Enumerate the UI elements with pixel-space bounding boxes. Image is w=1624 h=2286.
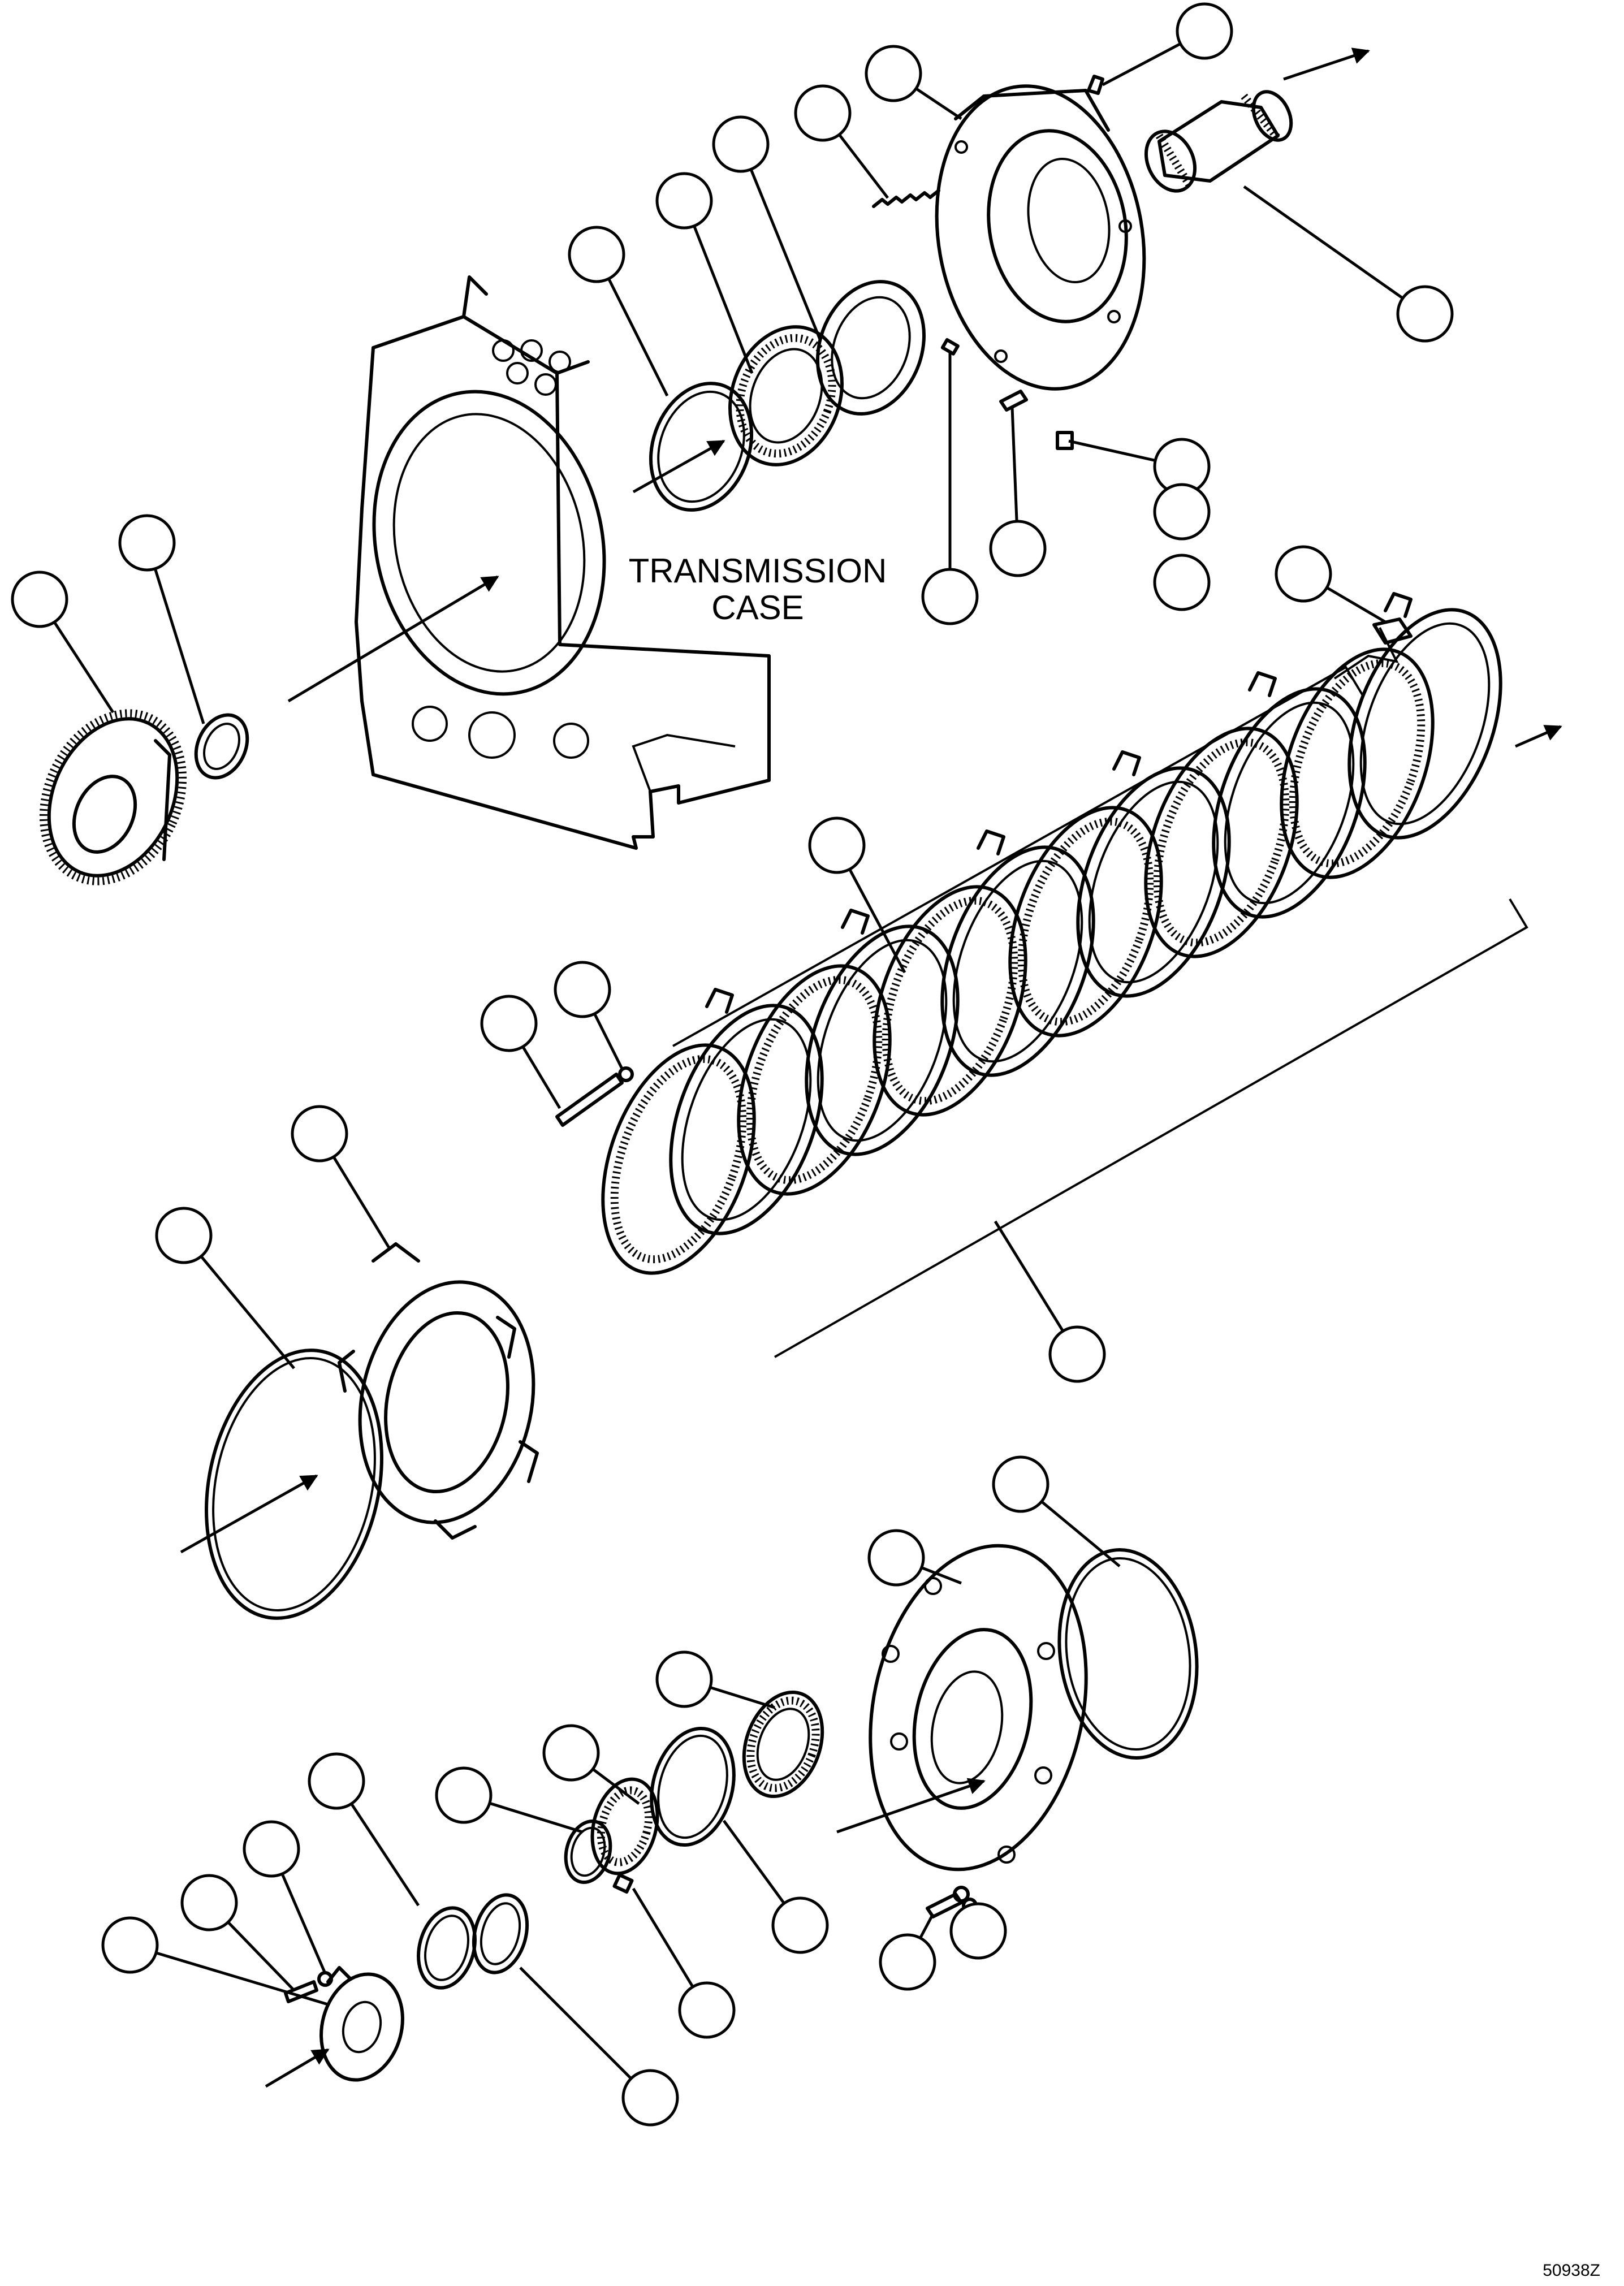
callout-bubble [794,84,852,142]
gear-left [39,709,187,885]
ring-clip-small [618,1066,634,1082]
callout-leader [129,1943,329,2006]
callout-bubble [554,961,611,1018]
clip-top-right [1372,617,1413,645]
callout-leader [145,542,205,724]
washer-lower-a [472,1893,529,1974]
callout-bubble [1048,1325,1106,1383]
callout-bubble [542,1724,600,1782]
seal-ring-lower [650,1726,736,1847]
callout-bubble [678,1981,736,2039]
callout-leader [1243,185,1426,316]
clutch-plate [1144,727,1299,958]
output-shaft [1144,47,1370,193]
callout-leader [739,144,822,340]
callout-bubble [568,226,625,283]
figure-id: 50938Z [1543,2261,1600,2280]
clutch-pack [672,627,1528,1358]
callout-bubble [992,1455,1049,1513]
clutch-plate [1280,647,1435,879]
callout-bubble [101,1916,159,1974]
piston-plate [338,1242,539,1540]
callout-bubble [879,1933,936,1991]
callout-bubble [949,1902,1007,1960]
callout-bubble [771,1896,829,1954]
callout-bubble [1153,554,1211,611]
callout-bubble [180,1874,238,1931]
snap-ring-top [632,382,754,512]
callout-bubble [621,2069,679,2127]
clutch-plate [737,964,892,1196]
callout-leader [519,1967,651,2099]
callout-bubble [865,45,922,102]
splined-hub [590,1777,659,1876]
seal-ring-cover [1057,1548,1199,1760]
thrust-washer-left [194,713,249,780]
clutch-plate [873,885,1027,1117]
callout-bubble [308,1752,365,1810]
pin-clutch [555,1073,624,1127]
clutch-plate [601,1043,756,1275]
cover-assembly [836,1544,1088,1872]
ring-lower-small [564,1819,612,1885]
callout-bubble [712,115,770,173]
transmission-case [287,275,771,850]
callout-bubble [1275,545,1332,603]
callout-bubble [243,1820,300,1878]
callout-bubble [1153,483,1211,541]
callout-leader [683,200,754,374]
key-top [999,390,1028,412]
callout-group [11,2,1454,2127]
dowel-pin-top [940,338,960,356]
callout-bubble [655,1650,713,1708]
clutch-plates [601,592,1502,1275]
clutch-arrow [1514,725,1562,748]
callout-bubble [291,1105,348,1163]
callout-leader [183,1234,295,1369]
callout-bubble [118,514,176,572]
callout-bubble [655,172,713,230]
clutch-plate [1008,806,1163,1038]
bolt-lower [284,1980,318,2003]
clutch-plate [1347,592,1502,840]
seal-top [815,280,926,416]
callout-bubble [867,1529,925,1587]
seal-ring-large [180,1349,383,1620]
callout-bubble [808,816,866,874]
pin-lower [612,1873,634,1894]
bearing-top [728,325,844,466]
transmission-case-label: TRANSMISSION CASE [629,552,887,626]
callout-bubble [1396,285,1454,343]
callout-bubble [921,568,979,625]
bearing-lower [742,1691,824,1798]
case-label-line1: TRANSMISSION [629,552,887,590]
pump-housing [935,75,1146,391]
callout-bubble [11,571,68,628]
callout-bubble [155,1207,213,1264]
callout-bubble [435,1766,493,1824]
washer-lower-b [417,1906,477,1990]
callout-bubble [989,520,1047,577]
case-label-line2: CASE [711,589,804,626]
cover-bolt [926,1886,970,1918]
spring-top [872,189,940,208]
callout-bubble [480,995,538,1052]
callout-bubble [1176,2,1233,60]
